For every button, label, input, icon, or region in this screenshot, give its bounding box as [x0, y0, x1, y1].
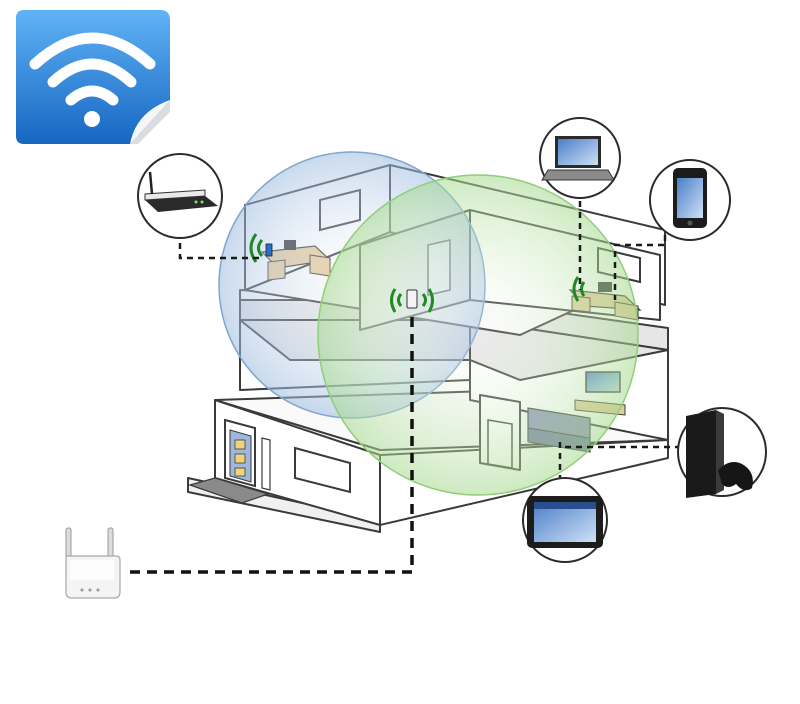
connection-lines [130, 190, 692, 574]
laptop-icon [539, 117, 621, 199]
laptop-signal-icon [572, 276, 586, 302]
router-signal-icon [249, 233, 273, 263]
tablet-icon [522, 477, 608, 563]
game-console-icon [677, 407, 767, 498]
smartphone-icon [649, 159, 731, 241]
router-icon [137, 153, 223, 239]
range-extender-icon [65, 527, 121, 599]
extended-coverage-zone [317, 174, 639, 496]
extender-signal-icon [390, 288, 434, 313]
wifi-icon [16, 10, 170, 144]
